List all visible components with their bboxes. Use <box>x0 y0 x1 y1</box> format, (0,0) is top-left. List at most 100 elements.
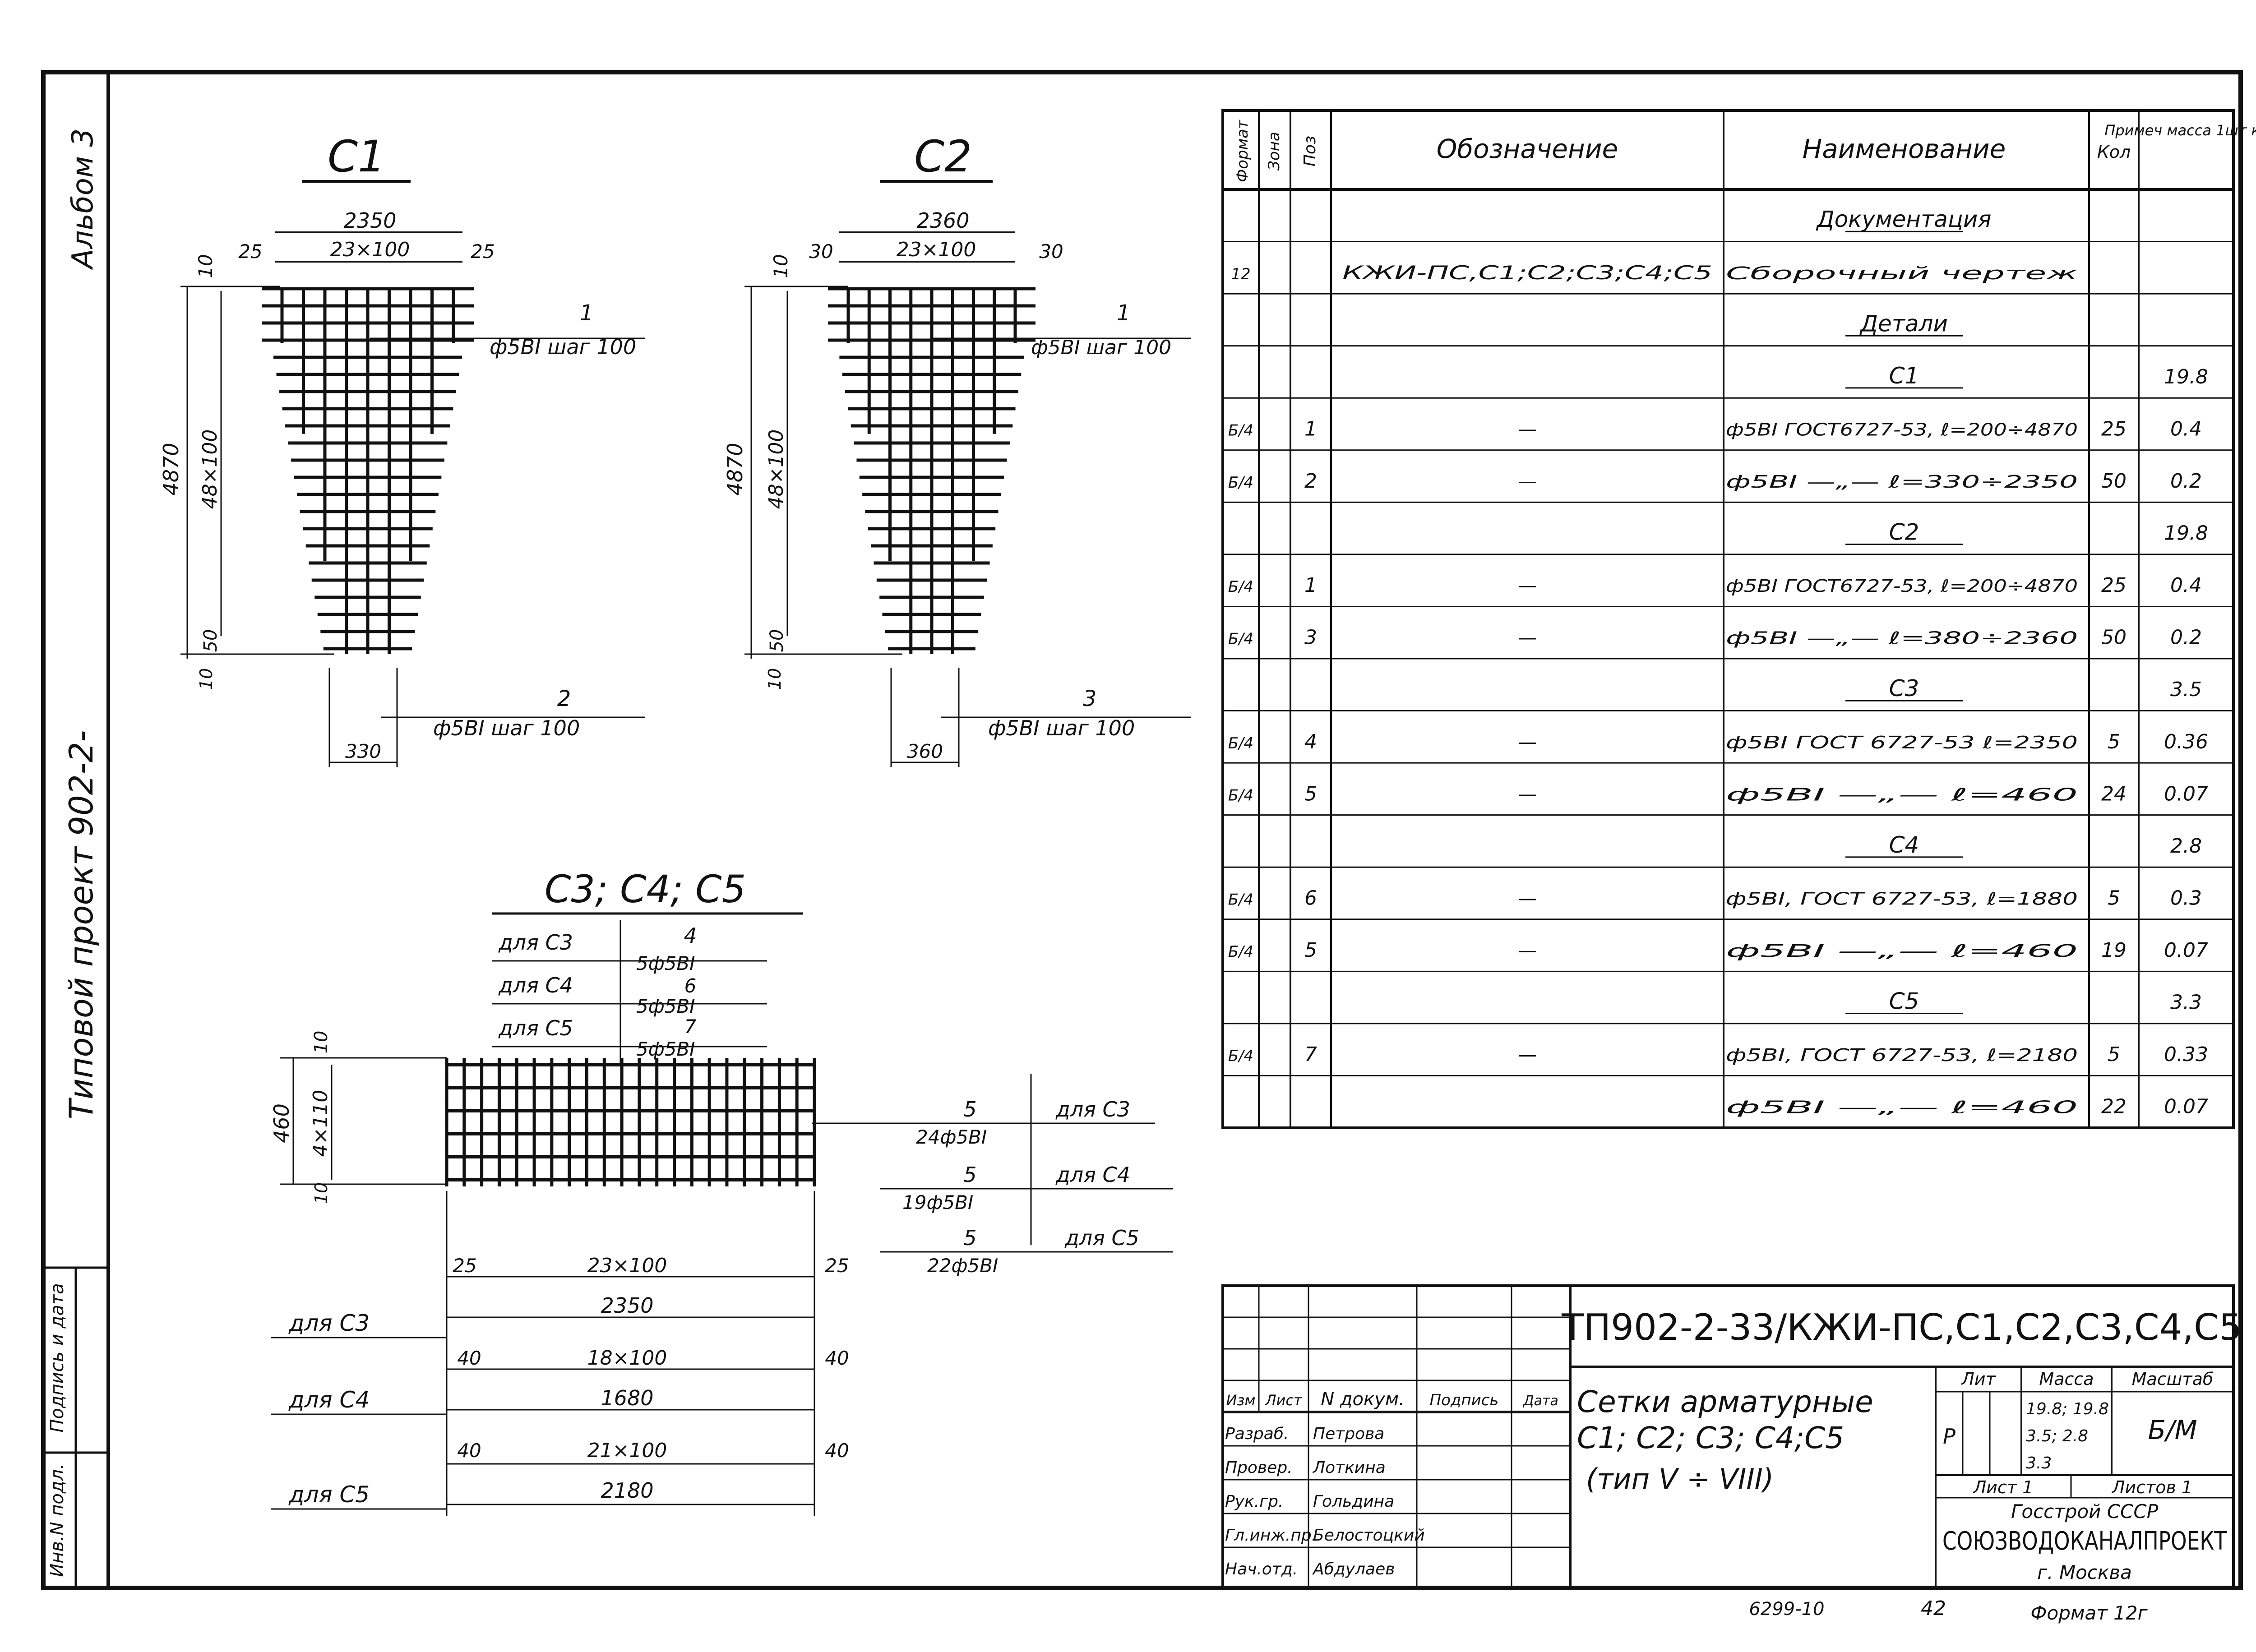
c345-dim-c5-pitch: 21×100 <box>587 1439 667 1462</box>
spec-cell-name: Документация <box>1816 206 1992 232</box>
spec-header-qty: Кол <box>2097 142 2131 162</box>
c1-top-left: 25 <box>238 240 262 263</box>
spec-cell-format: 12 <box>1231 265 1250 283</box>
tb-scale-label: Масштаб <box>2132 1369 2214 1389</box>
c2-callout-2-pos: 3 <box>1083 686 1097 711</box>
spec-cell-designation: — <box>1518 418 1537 440</box>
c345-dim-c3-pitch: 23×100 <box>587 1254 667 1277</box>
spec-header-name: Наименование <box>1803 134 2006 164</box>
c345-dim-c5-total: 2180 <box>601 1478 653 1503</box>
c345-dim-c5-right: 40 <box>825 1440 849 1462</box>
spec-cell-format: Б/4 <box>1228 1047 1253 1065</box>
spec-cell-name: ф5ВI, ГОСТ 6727-53, ℓ=2180 <box>1726 1045 2078 1065</box>
c345-dim-c3-label: для С3 <box>288 1310 370 1336</box>
c345-legend-c5-pos: 7 <box>684 1015 697 1038</box>
tb-sheet: Лист 1 <box>1973 1477 2034 1497</box>
c345-right-c3-qty: 24ф5ВI <box>916 1126 987 1148</box>
c345-right-c5-qty: 22ф5ВI <box>927 1255 998 1277</box>
spec-cell-name: ф5ВI —„— ℓ=460 <box>1726 1098 2078 1117</box>
spec-header-pos: Поз <box>1301 136 1319 166</box>
spec-cell-pos: 5 <box>1304 782 1317 805</box>
spec-cell-note: 0.4 <box>2170 574 2202 597</box>
c345-legend-c3-qty: 5ф5ВI <box>636 952 695 974</box>
spec-cell-designation: — <box>1518 887 1537 909</box>
tb-mass-3: 3.3 <box>2026 1454 2052 1472</box>
spec-cell-name: ф5ВI —„— ℓ=460 <box>1726 941 2078 961</box>
spec-cell-qty: 25 <box>2101 574 2127 597</box>
tb-mass-1: 19.8; 19.8 <box>2026 1400 2109 1418</box>
spec-cell-note: 0.07 <box>2164 1095 2208 1118</box>
spec-cell-pos: 7 <box>1304 1043 1317 1066</box>
c345-right-c4-pos: 5 <box>963 1163 976 1187</box>
project-label: Типовой проект 902-2- <box>62 730 100 1120</box>
c1-height-pitch: 48×100 <box>199 429 222 509</box>
c1-height-total: 4870 <box>159 443 183 495</box>
spec-cell-designation: — <box>1518 1043 1537 1066</box>
spec-cell-qty: 5 <box>2108 1043 2120 1066</box>
mesh-c345-drawing: С3; С4; С5 для С3 4 5ф5ВI для С4 6 5ф5ВI… <box>269 867 1173 1516</box>
footer-page: 42 <box>1921 1597 1946 1620</box>
spec-cell-note: 3.5 <box>2170 678 2202 701</box>
spec-cell-format: Б/4 <box>1228 943 1253 961</box>
c345-dim-c5-label: для С5 <box>288 1481 370 1508</box>
c2-rebar-grid <box>828 287 1036 654</box>
c1-top-right: 25 <box>471 240 495 263</box>
c2-top-total: 2360 <box>916 208 969 233</box>
c1-rebar-grid <box>262 287 474 654</box>
c1-callout-1-pos: 1 <box>580 300 594 326</box>
c1-bottom-offset: 10 <box>196 668 216 690</box>
c345-right-c3-pos: 5 <box>963 1097 976 1121</box>
sheet-frame <box>41 70 2243 1590</box>
c345-bottom-offset: 10 <box>311 1182 331 1204</box>
spec-cell-note: 2.8 <box>2170 835 2202 858</box>
tb-col-list: Лист <box>1265 1392 1302 1409</box>
tb-org-2: СОЮЗВОДОКАНАЛПРОЕКТ <box>1942 1527 2227 1556</box>
spec-cell-note: 0.4 <box>2170 417 2202 440</box>
c345-right-c5-pos: 5 <box>963 1226 976 1250</box>
tb-code: ТП902-2-33/КЖИ-ПС,С1,С2,С3,С4,С5 <box>1561 1306 2242 1348</box>
spec-header-zone: Зона <box>1265 132 1283 171</box>
tb-org-3: г. Москва <box>2037 1561 2132 1583</box>
spec-cell-note: 19.8 <box>2164 365 2208 388</box>
spec-cell-qty: 19 <box>2101 939 2127 962</box>
spec-cell-note: 0.3 <box>2170 886 2202 909</box>
spec-header-designation: Обозначение <box>1437 134 1618 164</box>
spec-cell-qty: 50 <box>2101 626 2127 649</box>
spec-cell-note: 19.8 <box>2164 522 2208 545</box>
spec-cell-name: ф5ВI ГОСТ 6727-53 ℓ=2350 <box>1726 733 2078 752</box>
c345-dim-c4-total: 1680 <box>601 1386 653 1410</box>
c345-dim-c4-pitch: 18×100 <box>587 1347 667 1370</box>
c345-dim-c3-left: 25 <box>453 1255 476 1277</box>
c1-bottom-width: 330 <box>345 740 381 762</box>
spec-cell-note: 0.07 <box>2164 939 2208 962</box>
c1-callout-1-text: ф5ВI шаг 100 <box>490 335 636 359</box>
spec-cell-name: С3 <box>1889 675 1919 701</box>
tb-mass-label: Масса <box>2039 1369 2094 1389</box>
c1-callout-2-text: ф5ВI шаг 100 <box>433 716 580 740</box>
spec-cell-pos: 4 <box>1304 730 1317 753</box>
spec-cell-name: ф5ВI ГОСТ6727-53, ℓ=200÷4870 <box>1726 576 2078 596</box>
spec-cell-pos: 2 <box>1304 470 1317 493</box>
tb-staff-name: Петрова <box>1313 1425 1384 1443</box>
spec-cell-format: Б/4 <box>1228 891 1253 909</box>
spec-cell-designation: — <box>1518 470 1537 492</box>
c345-dim-c5-left: 40 <box>457 1440 481 1462</box>
tb-title-1: Сетки арматурные <box>1577 1384 1873 1419</box>
tb-title-3: (тип V ÷ VIII) <box>1586 1463 1774 1495</box>
tb-staff-role: Провер. <box>1225 1458 1293 1477</box>
spec-cell-format: Б/4 <box>1228 786 1253 804</box>
c345-legend-c5-qty: 5ф5ВI <box>636 1038 695 1060</box>
title-block: Изм Лист N докум. Подпись Дата Разраб.Пе… <box>1221 1284 2242 1589</box>
c1-top-total: 2350 <box>343 208 396 233</box>
spec-cell-pos: 1 <box>1304 417 1317 440</box>
spec-cell-name: ф5ВI —„— ℓ=460 <box>1726 784 2078 804</box>
tb-col-doc: N докум. <box>1321 1389 1405 1410</box>
c2-height-pitch: 48×100 <box>765 429 788 509</box>
tb-col-date: Дата <box>1522 1393 1558 1409</box>
c2-title: С2 <box>914 131 972 182</box>
c345-legend-c3-label: для С3 <box>498 930 573 955</box>
spec-cell-name: ф5ВI ГОСТ6727-53, ℓ=200÷4870 <box>1726 420 2078 439</box>
c2-height-total: 4870 <box>723 443 747 495</box>
